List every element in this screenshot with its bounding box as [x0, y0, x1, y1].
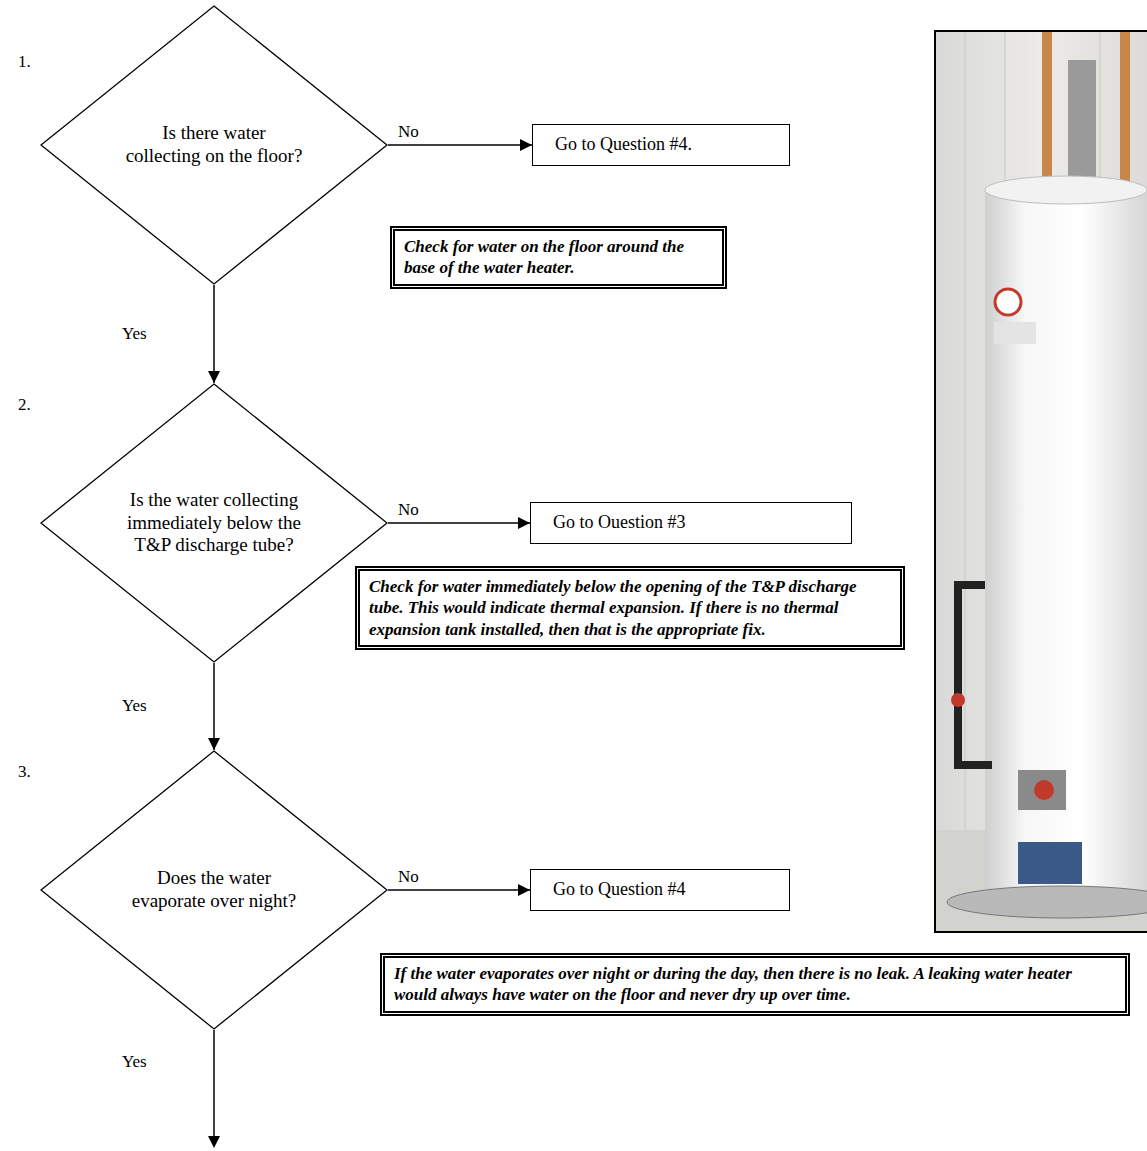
rating-plate: [994, 322, 1036, 344]
box-text: Go to Question #4: [553, 878, 767, 901]
flue-pipe: [1068, 60, 1096, 190]
question-text: Does the water evaporate over night?: [124, 867, 304, 913]
decision-diamond: Is there water collecting on the floor?: [40, 5, 388, 285]
flow-arrow: [388, 517, 530, 529]
step-number: 1.: [18, 52, 31, 72]
box-text: Check for water immediately below the op…: [369, 576, 891, 640]
box-text: Check for water on the floor around the …: [404, 236, 713, 279]
arrow-line: [213, 285, 215, 383]
tank-top: [985, 176, 1147, 204]
wall-seam: [965, 32, 966, 830]
goto-box: Go to Ouestion #3: [530, 502, 852, 543]
diamond-shape: [41, 6, 387, 284]
note-box: Check for water on the floor around the …: [390, 226, 727, 289]
arrow-line: [388, 889, 530, 891]
gas-control: [1018, 770, 1066, 810]
branch-label: Yes: [122, 1052, 147, 1072]
burner-cover: [1018, 842, 1082, 884]
copper-pipe: [1042, 32, 1052, 192]
arrow-line: [388, 144, 532, 146]
arrow-head: [208, 371, 220, 383]
arrow-line: [213, 663, 215, 750]
control-knob: [1034, 780, 1054, 800]
flow-arrow: [388, 884, 530, 896]
goto-box: Go to Question #4: [530, 869, 790, 910]
box-text: Go to Question #4.: [555, 133, 767, 156]
exit-arrow-head: [208, 1136, 220, 1148]
note-box: Check for water immediately below the op…: [355, 566, 905, 650]
diamond-shape: [41, 384, 387, 662]
flow-arrow: [208, 663, 220, 750]
edge-label: No: [398, 500, 419, 520]
exit-arrow-line: [213, 1030, 215, 1137]
edge-label: Yes: [122, 324, 147, 344]
arrow-line: [388, 522, 530, 524]
brand-logo: [995, 289, 1021, 315]
discharge-pipe: [958, 585, 992, 765]
edge-label: Yes: [122, 696, 147, 716]
diamond-shape: [41, 751, 387, 1029]
arrow-head: [520, 139, 532, 151]
water-tank: [985, 190, 1147, 890]
step-number: 2.: [18, 395, 31, 415]
note-box: If the water evaporates over night or du…: [380, 953, 1130, 1016]
box-text: Go to Ouestion #3: [553, 511, 829, 534]
photo-frame: [935, 31, 1147, 932]
question-text: Is there water collecting on the floor?: [124, 122, 304, 168]
arrow-head: [518, 884, 530, 896]
drain-pan: [947, 886, 1147, 918]
edge-label: No: [398, 867, 419, 887]
copper-pipe: [1120, 32, 1130, 192]
valve-handle: [951, 693, 965, 707]
step-number: 3.: [18, 762, 31, 782]
edge-label: No: [398, 122, 419, 142]
box-text: If the water evaporates over night or du…: [394, 963, 1116, 1006]
flow-arrow: [208, 285, 220, 383]
arrow-head: [518, 517, 530, 529]
question-text: Is the water collecting immediately belo…: [124, 489, 304, 557]
goto-box: Go to Question #4.: [532, 124, 790, 165]
arrow-head: [208, 738, 220, 750]
decision-diamond: Is the water collecting immediately belo…: [40, 383, 388, 663]
flow-arrow: [388, 139, 532, 151]
decision-diamond: Does the water evaporate over night?: [40, 750, 388, 1030]
